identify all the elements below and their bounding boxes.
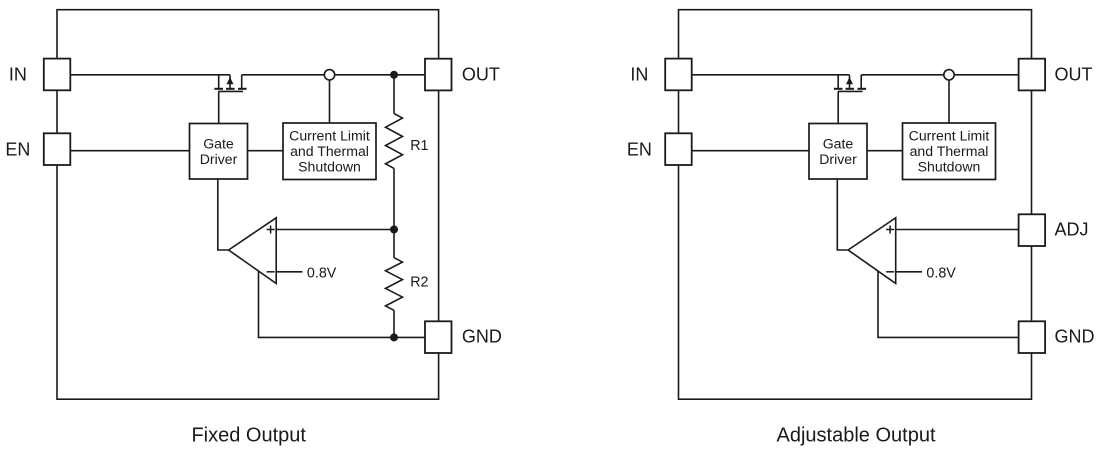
svg-text:Shutdown: Shutdown	[918, 159, 981, 175]
svg-text:Driver: Driver	[819, 151, 857, 167]
svg-text:EN: EN	[627, 140, 652, 160]
svg-text:Gate: Gate	[203, 136, 234, 152]
svg-text:GND: GND	[1055, 327, 1095, 347]
svg-text:Current Limit: Current Limit	[289, 127, 370, 143]
svg-text:Fixed Output: Fixed Output	[191, 424, 306, 446]
svg-text:OUT: OUT	[1055, 64, 1093, 84]
svg-text:R2: R2	[410, 274, 428, 290]
svg-text:Gate: Gate	[823, 136, 854, 152]
svg-text:Shutdown: Shutdown	[298, 159, 361, 175]
svg-text:0.8V: 0.8V	[926, 266, 956, 282]
svg-text:Adjustable Output: Adjustable Output	[777, 424, 936, 446]
svg-text:Current Limit: Current Limit	[909, 127, 990, 143]
svg-text:IN: IN	[630, 65, 648, 85]
svg-text:and Thermal: and Thermal	[910, 143, 989, 159]
svg-text:OUT: OUT	[462, 64, 500, 84]
svg-text:IN: IN	[9, 65, 27, 85]
svg-text:GND: GND	[462, 327, 502, 347]
svg-text:Driver: Driver	[200, 151, 238, 167]
svg-text:and Thermal: and Thermal	[290, 143, 369, 159]
svg-text:ADJ: ADJ	[1055, 220, 1089, 240]
svg-text:R1: R1	[410, 138, 428, 154]
svg-text:EN: EN	[5, 140, 30, 160]
svg-text:0.8V: 0.8V	[307, 266, 337, 282]
